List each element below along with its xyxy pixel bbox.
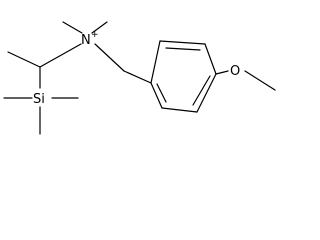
nitrogen-charge: + xyxy=(91,30,99,40)
ring-double-bond-right xyxy=(192,75,211,106)
ring-bond-1 xyxy=(150,40,161,84)
bond-ring-o xyxy=(215,70,229,75)
bond-o-methyl xyxy=(244,70,276,91)
ring-bond-3 xyxy=(204,43,217,75)
bond-ch2-ring xyxy=(123,70,152,84)
bond-ch-methyl xyxy=(7,51,41,68)
structure-diagram: N + Si O xyxy=(3,21,276,135)
ring-bond-6 xyxy=(150,82,163,109)
silicon-label: Si xyxy=(33,92,45,107)
ring-double-bond-left xyxy=(156,83,167,103)
ring-bond-4 xyxy=(196,73,217,113)
nitrogen-label: N xyxy=(81,33,91,48)
bond-n-methyl-left xyxy=(62,21,83,34)
bond-n-ch xyxy=(39,43,82,68)
bond-n-ch2 xyxy=(94,43,125,72)
ring-bond-5 xyxy=(161,107,198,113)
bond-n-methyl-right xyxy=(91,21,108,34)
ring-double-bond-top xyxy=(165,47,201,51)
ring-bond-2 xyxy=(159,40,206,45)
oxygen-label: O xyxy=(230,64,240,79)
